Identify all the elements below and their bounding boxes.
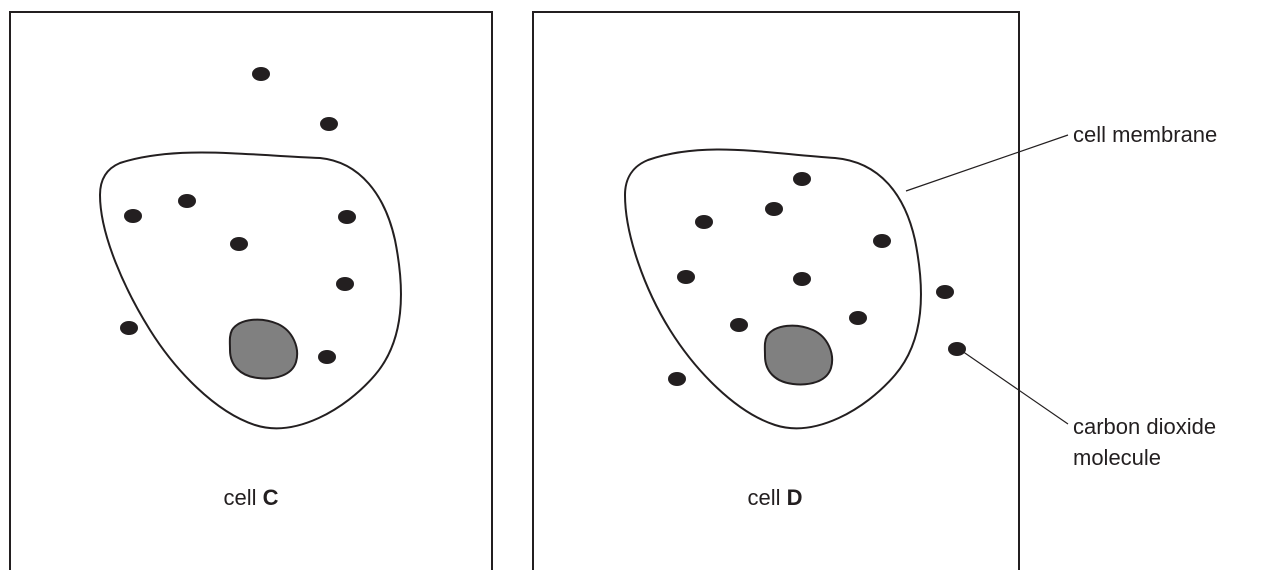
cell-d-nucleus: [765, 326, 832, 385]
membrane-leader-line: [906, 135, 1068, 191]
cell-c-prefix: cell: [223, 485, 256, 510]
cell-d-letter: D: [787, 485, 803, 510]
co2-molecule: [124, 209, 142, 223]
co2-molecule: [793, 172, 811, 186]
co2-molecule: [668, 372, 686, 386]
cell-c-nucleus: [230, 320, 297, 379]
co2-molecule: [849, 311, 867, 325]
cell-c-label: cell C: [223, 485, 278, 510]
co2-label-line-1: carbon dioxide: [1073, 414, 1216, 439]
co2-leader-line: [962, 351, 1068, 424]
membrane-label: cell membrane: [1073, 122, 1217, 147]
co2-label-line-2: molecule: [1073, 445, 1161, 470]
co2-molecule: [120, 321, 138, 335]
co2-molecule: [178, 194, 196, 208]
cell-d-prefix: cell: [747, 485, 780, 510]
cell-c-molecules: [120, 67, 356, 364]
co2-molecule: [677, 270, 695, 284]
panel-cell-d: cell D: [533, 12, 1019, 570]
co2-molecule: [873, 234, 891, 248]
co2-molecule: [948, 342, 966, 356]
panel-cell-c: cell C: [10, 12, 492, 570]
cell-c-membrane: [100, 153, 401, 429]
cell-d-label: cell D: [747, 485, 802, 510]
co2-molecule: [936, 285, 954, 299]
co2-molecule: [695, 215, 713, 229]
co2-molecule: [338, 210, 356, 224]
cell-d-membrane: [625, 150, 921, 429]
cell-c-letter: C: [263, 485, 279, 510]
co2-molecule: [730, 318, 748, 332]
co2-molecule: [318, 350, 336, 364]
co2-molecule: [252, 67, 270, 81]
co2-molecule: [336, 277, 354, 291]
annotations: cell membrane carbon dioxide molecule: [906, 122, 1217, 470]
co2-molecule: [320, 117, 338, 131]
co2-molecule: [230, 237, 248, 251]
co2-molecule: [765, 202, 783, 216]
co2-molecule: [793, 272, 811, 286]
